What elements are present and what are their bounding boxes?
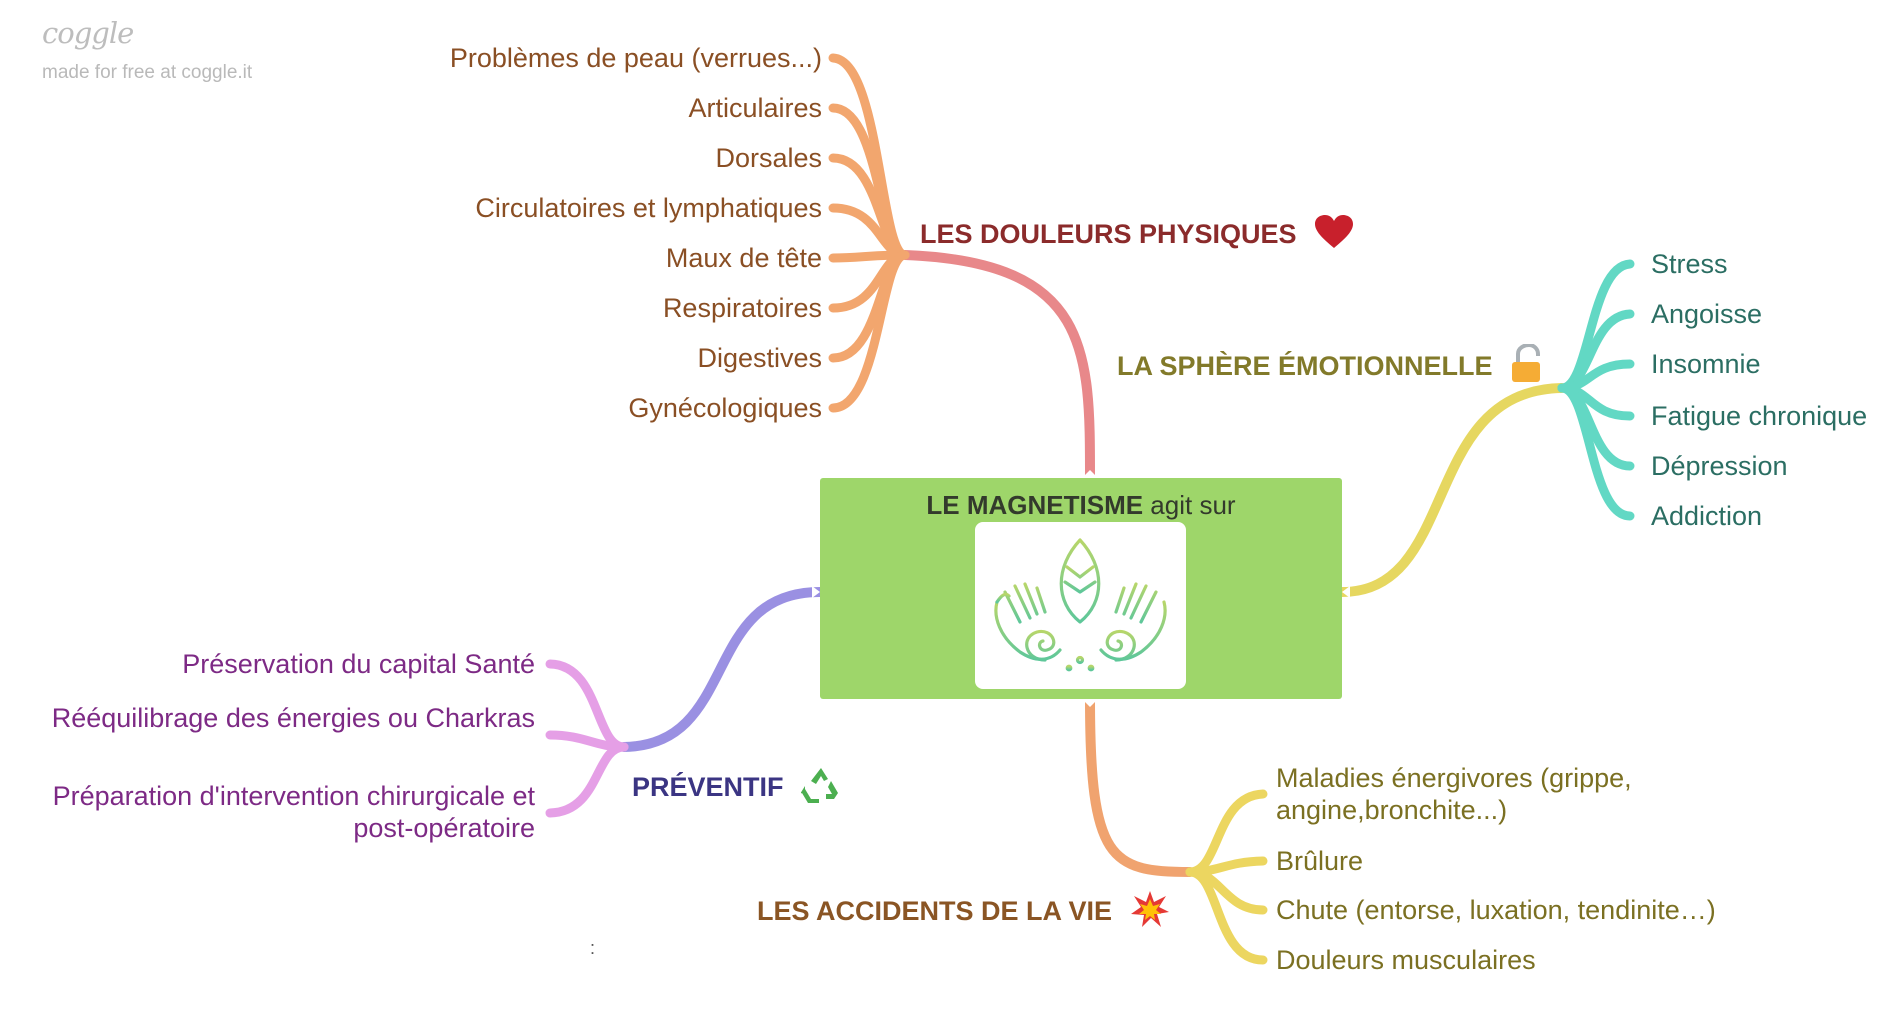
stray-text: :: [590, 938, 596, 958]
open-lock-icon: [1510, 342, 1542, 392]
center-node[interactable]: LE MAGNETISME agit sur: [820, 478, 1342, 699]
leaf-emotionnelle-1[interactable]: Angoisse: [1651, 299, 1763, 329]
leaf-emotionnelle-0[interactable]: Stress: [1651, 249, 1728, 279]
link-emotionnelle: [1337, 383, 1567, 597]
collision-icon: [1130, 890, 1170, 936]
branch-sphere-emotionnelle[interactable]: LA SPHÈRE ÉMOTIONNELLE: [1117, 342, 1542, 392]
leaves-accidents: [1185, 789, 1268, 965]
leaf-physiques-2[interactable]: Dorsales: [715, 143, 822, 173]
leaf-physiques-5[interactable]: Respiratoires: [662, 293, 822, 323]
leaf-emotionnelle-4[interactable]: Dépression: [1651, 451, 1788, 481]
coggle-logo[interactable]: coggle: [42, 16, 134, 50]
branch-label: PRÉVENTIF: [632, 772, 784, 803]
recycle-icon: [800, 766, 841, 812]
leaf-accidents-2[interactable]: Chute (entorse, luxation, tendinite…): [1276, 895, 1716, 925]
leaf-emotionnelle-3[interactable]: Fatigue chronique: [1651, 401, 1868, 431]
leaf-physiques-3[interactable]: Circulatoires et lymphatiques: [475, 193, 822, 223]
leaf-accidents-0[interactable]: Maladies énergivores (grippe, angine,bro…: [1276, 763, 1632, 825]
leaf-accidents-3[interactable]: Douleurs musculaires: [1276, 945, 1536, 975]
link-physiques: [900, 250, 1095, 483]
coggle-tagline[interactable]: made for free at coggle.it: [42, 62, 253, 83]
leaf-physiques-1[interactable]: Articulaires: [688, 93, 822, 123]
branch-label: LES ACCIDENTS DE LA VIE: [757, 896, 1113, 927]
branch-label: LES DOULEURS PHYSIQUES: [920, 219, 1297, 250]
leaves-preventif: [545, 659, 629, 818]
leaves-emotionnelle: [1557, 259, 1635, 521]
leaf-preventif-2[interactable]: Préparation d'intervention chirurgicale …: [52, 781, 535, 843]
leaf-physiques-7[interactable]: Gynécologiques: [628, 393, 822, 423]
leaf-preventif-1[interactable]: Rééquilibrage des énergies ou Charkras: [51, 703, 535, 733]
leaf-physiques-4[interactable]: Maux de tête: [665, 243, 822, 273]
link-preventif: [619, 587, 825, 752]
branch-douleurs-physiques[interactable]: LES DOULEURS PHYSIQUES: [920, 214, 1354, 258]
branch-preventif[interactable]: PRÉVENTIF: [632, 766, 841, 812]
leaf-preventif-0[interactable]: Préservation du capital Santé: [182, 649, 535, 679]
leaf-accidents-1[interactable]: Brûlure: [1276, 846, 1364, 876]
leaves-physiques: [828, 53, 910, 413]
center-title: LE MAGNETISME agit sur: [926, 490, 1236, 520]
leaf-emotionnelle-2[interactable]: Insomnie: [1651, 349, 1761, 379]
link-accidents: [1085, 694, 1195, 877]
leaf-emotionnelle-5[interactable]: Addiction: [1651, 501, 1763, 531]
heart-icon: [1314, 214, 1354, 258]
hands-leaf-spiral-icon: [975, 522, 1186, 689]
leaf-physiques-0[interactable]: Problèmes de peau (verrues...): [449, 43, 822, 73]
leaf-physiques-6[interactable]: Digestives: [697, 343, 822, 373]
branch-accidents-vie[interactable]: LES ACCIDENTS DE LA VIE: [757, 890, 1170, 936]
branch-label: LA SPHÈRE ÉMOTIONNELLE: [1117, 351, 1493, 382]
